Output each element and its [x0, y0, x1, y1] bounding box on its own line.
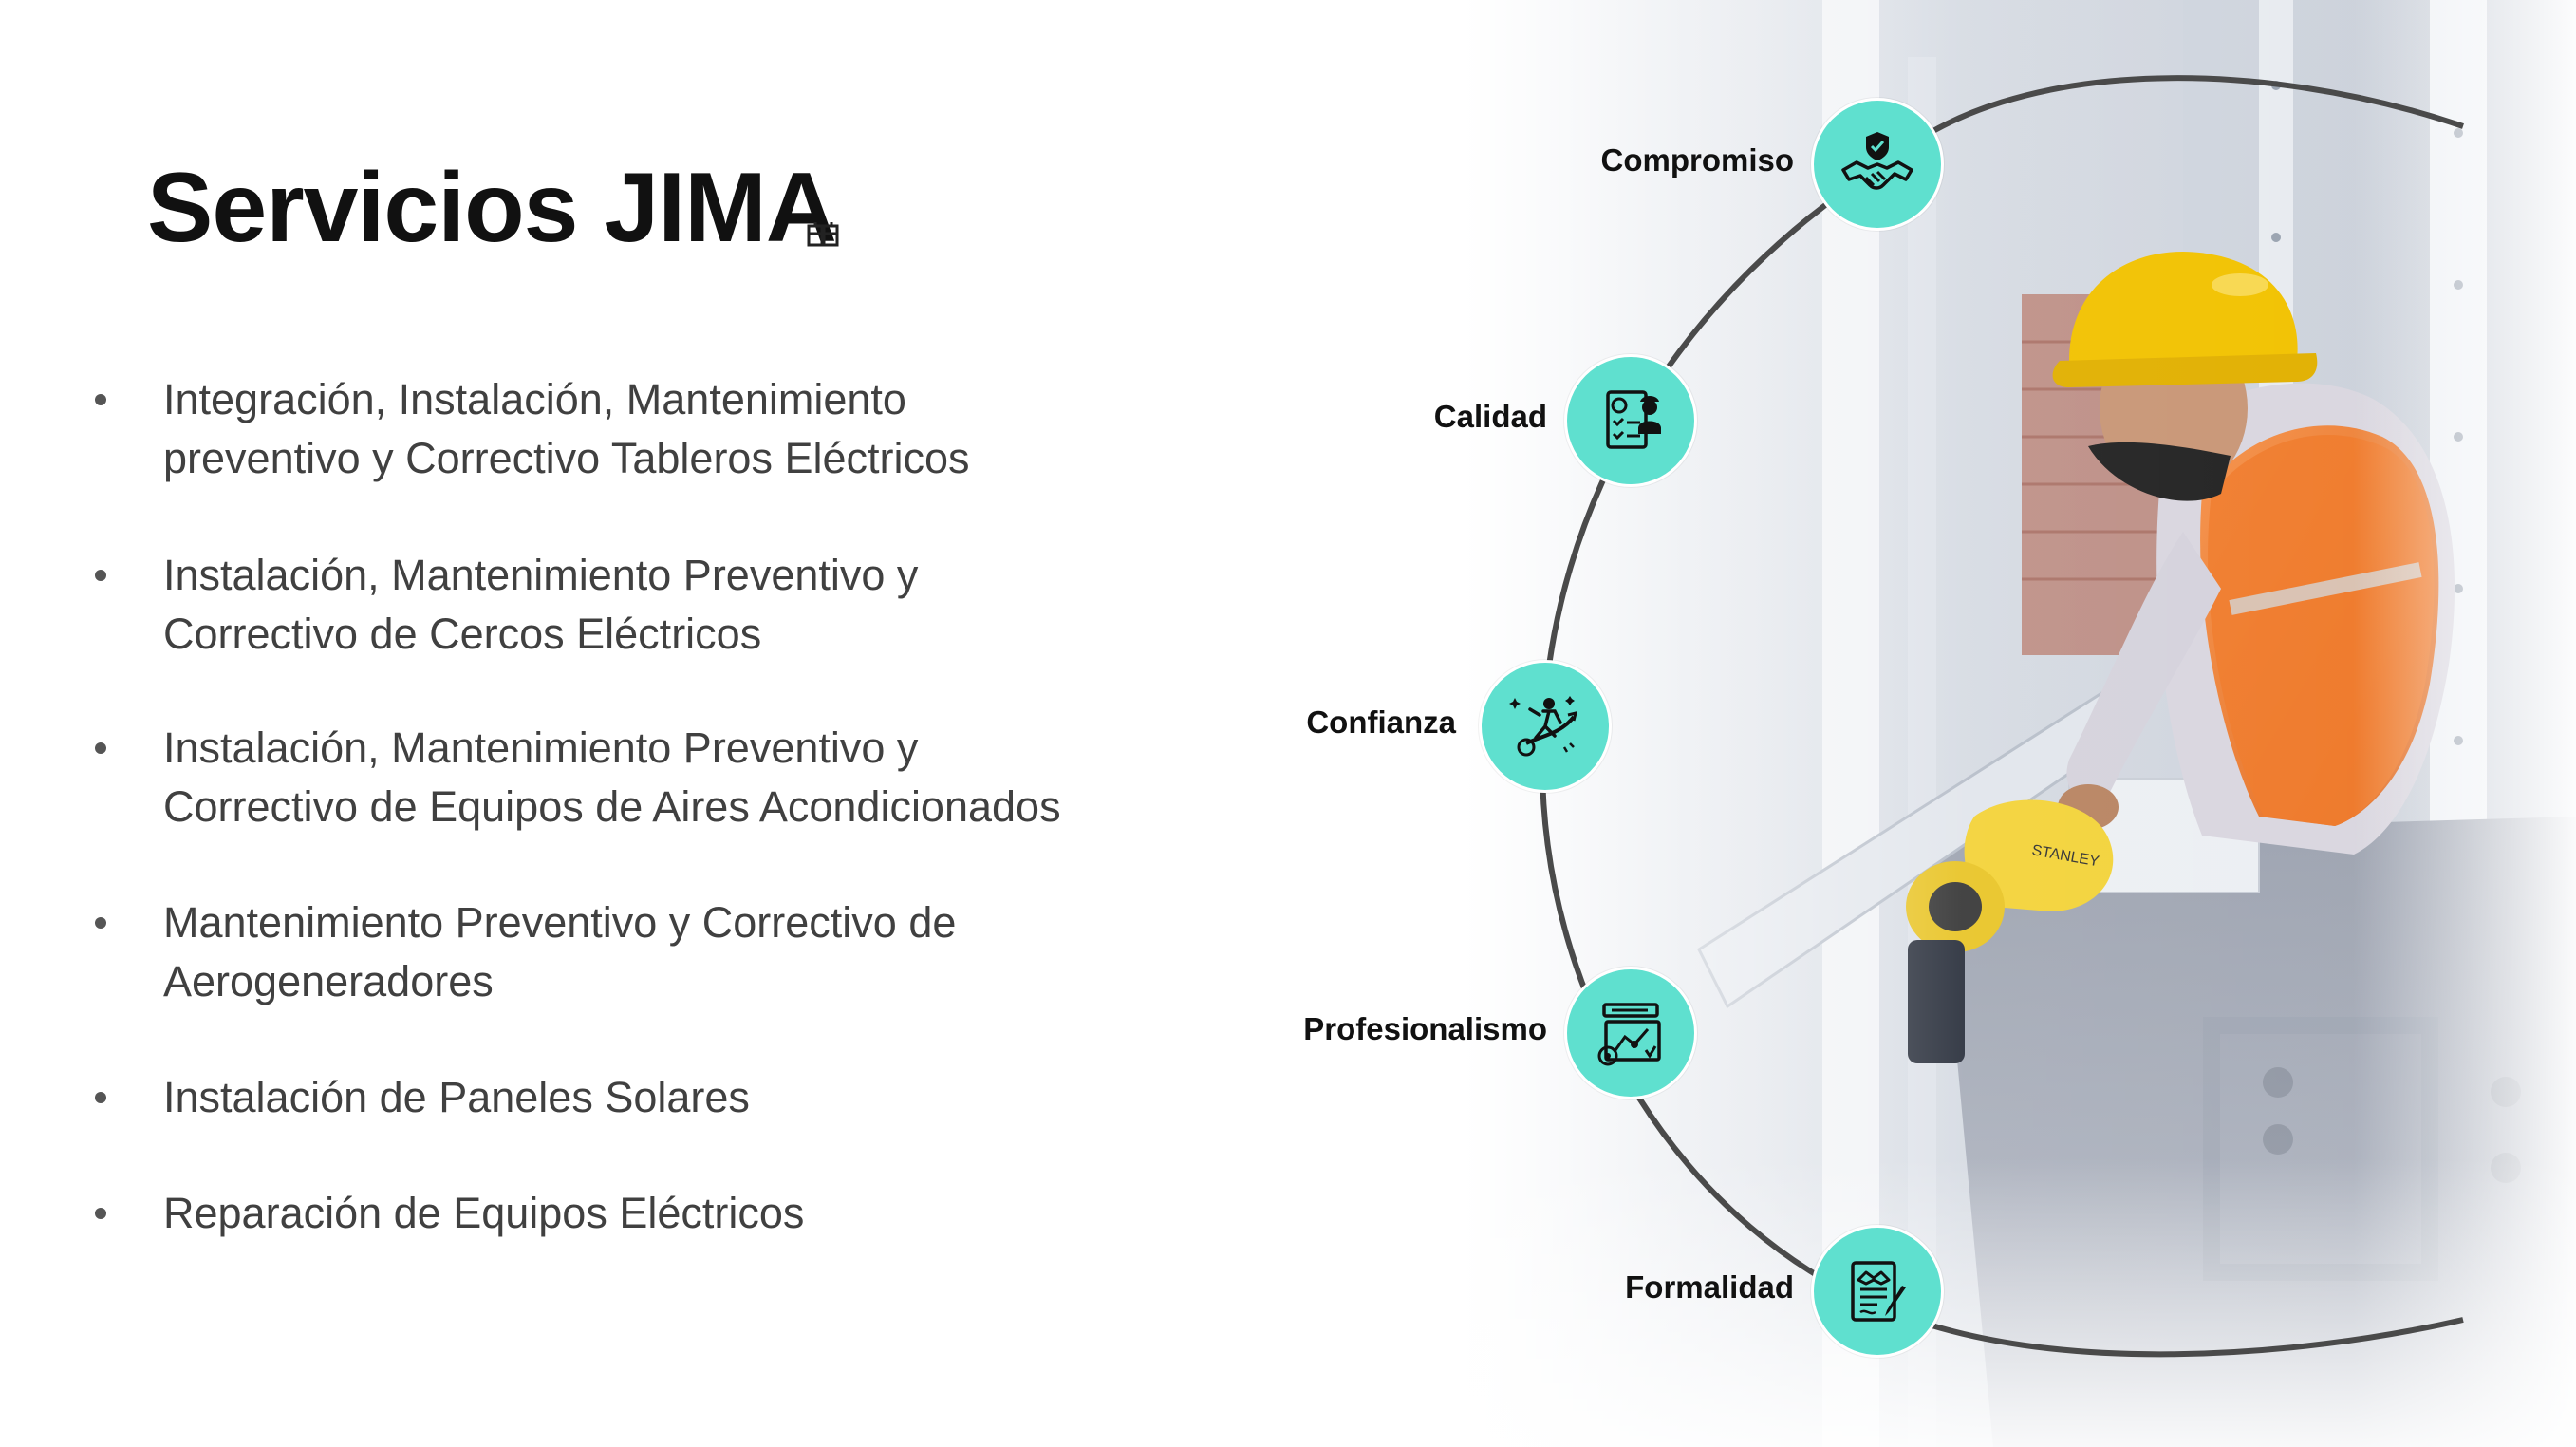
page-title: Servicios JIMA: [147, 153, 837, 263]
service-line: Instalación, Mantenimiento Preventivo y: [163, 724, 919, 772]
service-line: Mantenimiento Preventivo y Correctivo de: [163, 898, 957, 947]
value-node-profesionalismo: [1564, 967, 1697, 1099]
jima-logo-icon: [807, 222, 839, 247]
service-line: preventivo y Correctivo Tableros Eléctri…: [163, 434, 970, 482]
bullet-icon: [95, 570, 106, 581]
quality-checklist-icon: [1606, 390, 1661, 449]
list-item: Instalación de Paneles Solares: [85, 1068, 1224, 1127]
bullet-icon: [95, 394, 106, 405]
service-line: Reparación de Equipos Eléctricos: [163, 1189, 805, 1237]
service-line: Integración, Instalación, Mantenimiento: [163, 375, 906, 423]
bullet-icon: [95, 1092, 106, 1103]
surfing-person-icon: [1509, 696, 1578, 757]
value-node-formalidad: [1811, 1225, 1944, 1358]
technician-with-blower-photo: STANLEY: [1462, 0, 2576, 1447]
signed-contract-icon: [1851, 1261, 1906, 1322]
service-line: Correctivo de Cercos Eléctricos: [163, 610, 762, 658]
services-list: Integración, Instalación, Mantenimiento …: [85, 370, 1224, 1301]
handshake-shield-icon: [1841, 132, 1913, 190]
list-item: Integración, Instalación, Mantenimiento …: [85, 370, 1224, 488]
value-label-confianza: Confianza: [1306, 705, 1456, 740]
bullet-icon: [95, 917, 106, 929]
list-item: Mantenimiento Preventivo y Correctivo de…: [85, 893, 1224, 1011]
value-node-compromiso: [1811, 98, 1944, 231]
value-node-confianza: [1479, 660, 1612, 793]
value-node-calidad: [1564, 354, 1697, 487]
service-line: Instalación de Paneles Solares: [163, 1073, 750, 1121]
bullet-icon: [95, 742, 106, 754]
list-item: Reparación de Equipos Eléctricos: [85, 1184, 1224, 1243]
value-label-formalidad: Formalidad: [1625, 1269, 1794, 1305]
value-label-profesionalismo: Profesionalismo: [1303, 1011, 1547, 1046]
service-line: Instalación, Mantenimiento Preventivo y: [163, 551, 919, 599]
list-item: Instalación, Mantenimiento Preventivo y …: [85, 546, 1224, 664]
value-label-calidad: Calidad: [1433, 399, 1547, 434]
engineering-blueprint-icon: [1597, 1003, 1661, 1066]
list-item: Instalación, Mantenimiento Preventivo y …: [85, 719, 1224, 836]
bullet-icon: [95, 1208, 106, 1219]
service-line: Aerogeneradores: [163, 957, 494, 1005]
value-label-compromiso: Compromiso: [1600, 142, 1794, 178]
service-line: Correctivo de Equipos de Aires Acondicio…: [163, 782, 1061, 831]
